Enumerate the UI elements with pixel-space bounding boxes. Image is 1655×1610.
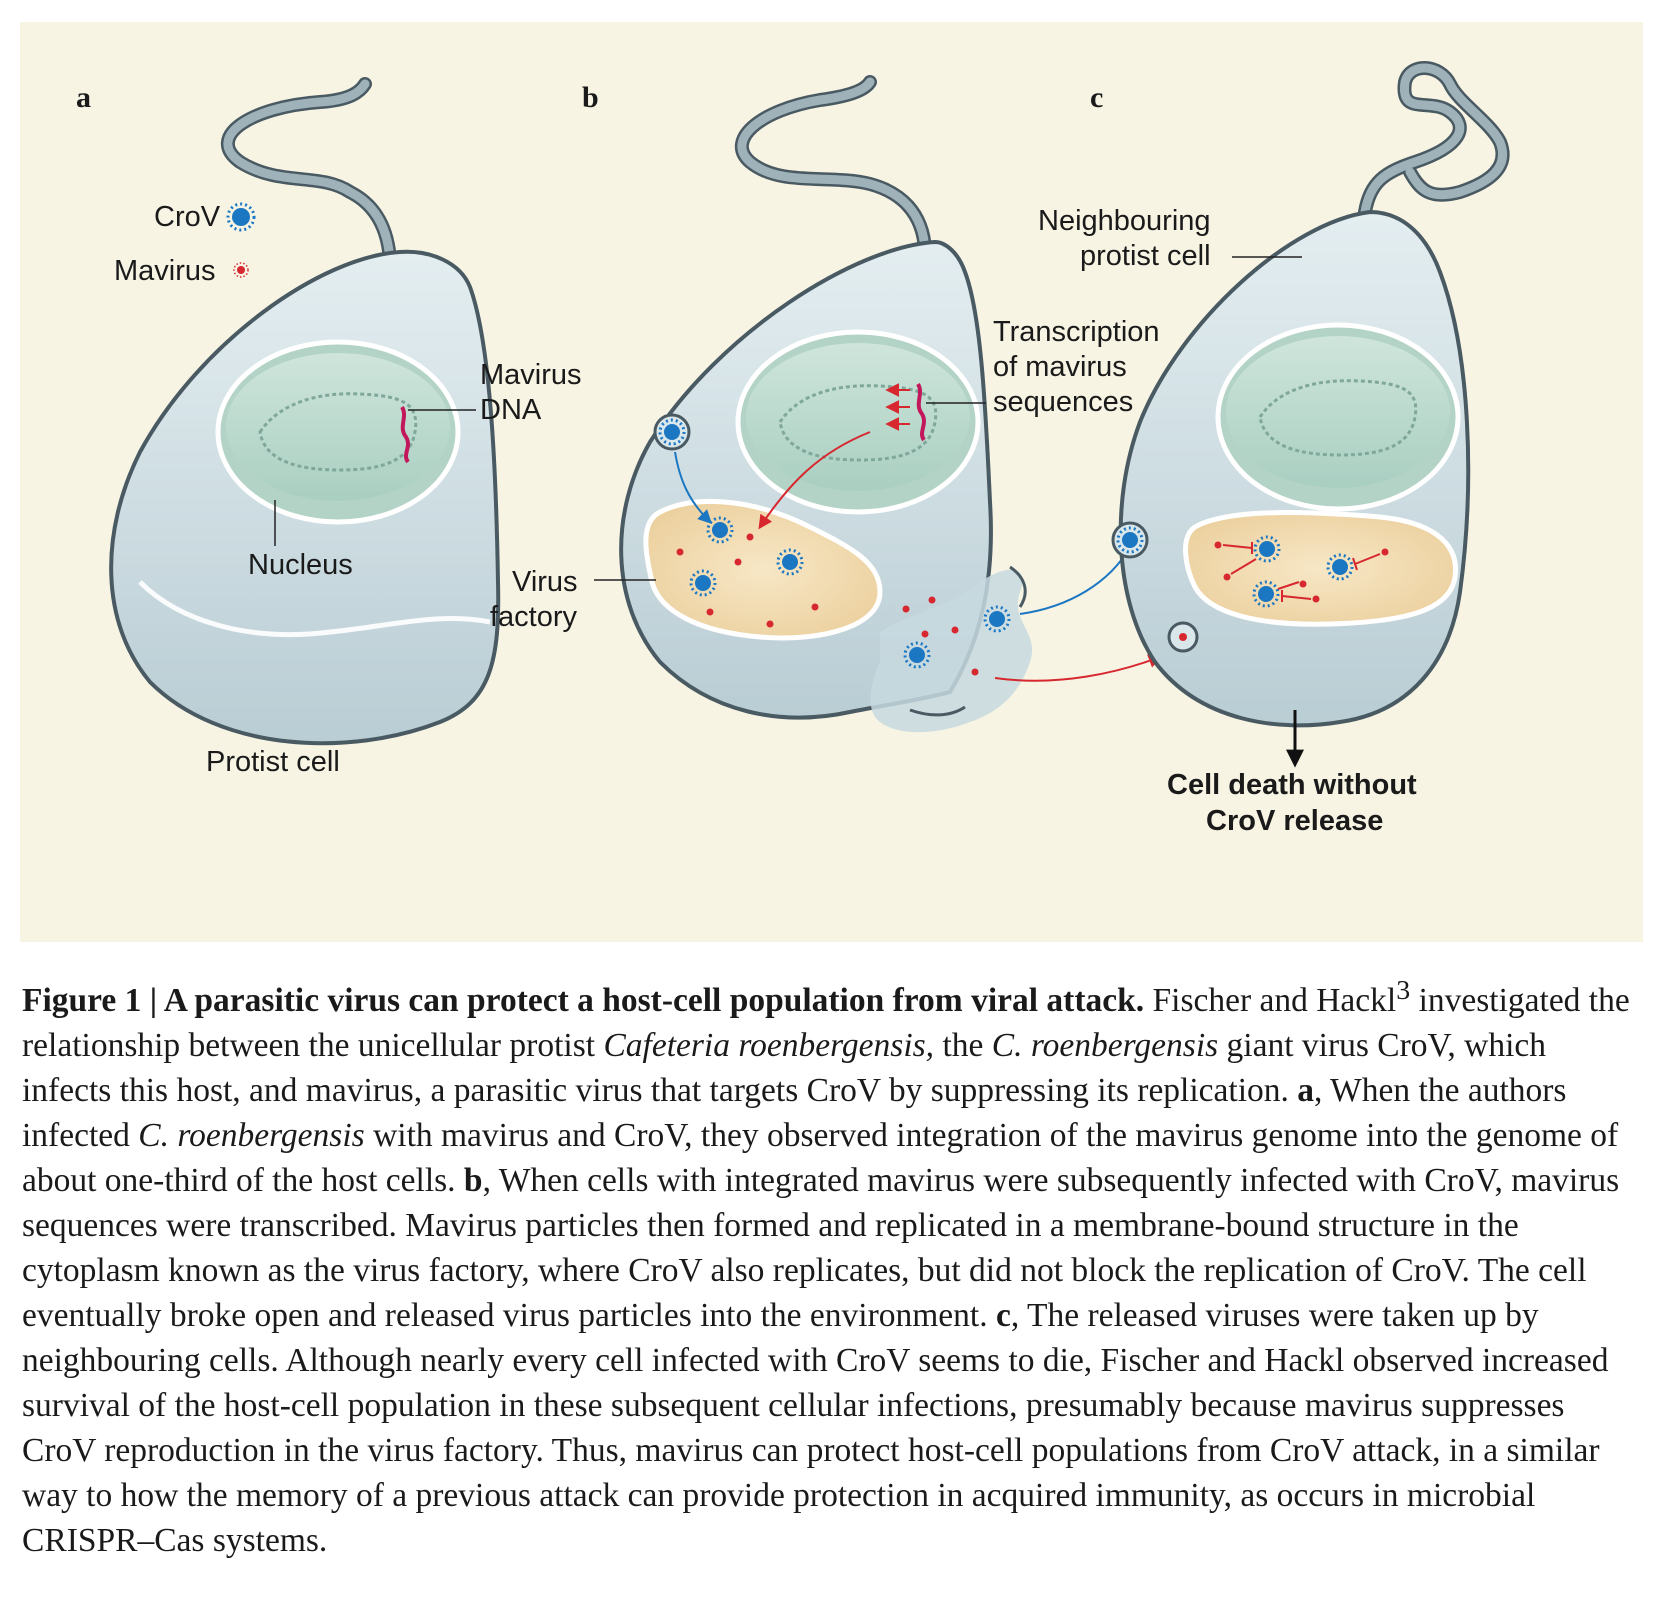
transcription-label-3: sequences — [993, 386, 1133, 418]
cell-death-label-2: CroV release — [1206, 805, 1383, 837]
caption-text: giant virus CroV, which infects this hos… — [22, 1027, 1547, 1110]
caption-text: , The released viruses were taken up by … — [22, 1297, 1609, 1560]
caption-italic: C. roenbergensis — [138, 1117, 365, 1155]
virus-factory-label: Virus — [512, 566, 578, 598]
panel-a: CroV Mavirus a Mavirus DNA Nucleus Proti… — [76, 77, 582, 778]
caption-panel-ref: b — [463, 1162, 483, 1200]
transcription-label-2: of mavirus — [993, 351, 1127, 383]
crov-icon — [226, 202, 256, 232]
neighbouring-cell-label-2: protist cell — [1080, 240, 1211, 272]
caption-text: , When cells with integrated mavirus wer… — [22, 1162, 1620, 1335]
panel-c: c Neighbouring protist cell Cell death w… — [1038, 61, 1510, 837]
entering-crov-c — [1111, 521, 1149, 559]
mavirus-dna-label-2: DNA — [480, 394, 542, 426]
caption-panel-ref: c — [995, 1297, 1011, 1335]
nucleus-a — [215, 339, 461, 525]
figure-panel: CroV Mavirus a Mavirus DNA Nucleus Proti… — [20, 22, 1643, 942]
caption-text: investigated the relationship between th… — [22, 982, 1630, 1065]
entering-mavirus-c — [1167, 621, 1199, 653]
caption-title: Figure 1 | A parasitic virus can protect… — [22, 982, 1145, 1020]
nucleus-b — [735, 329, 981, 515]
caption-text: the — [934, 1027, 992, 1065]
virus-factory-b — [643, 498, 883, 641]
panel-letter-a: a — [76, 81, 91, 114]
panel-letter-b: b — [582, 81, 599, 114]
nucleus-c — [1215, 322, 1461, 512]
entering-crov — [653, 413, 691, 451]
caption-italic: Cafeteria roenbergensis, — [603, 1027, 935, 1065]
caption-panel-ref: a — [1297, 1072, 1315, 1110]
caption-italic: C. roenbergensis — [991, 1027, 1219, 1065]
rupture-splash — [870, 569, 1033, 733]
flagellum-b — [734, 75, 932, 257]
diagram: CroV Mavirus a Mavirus DNA Nucleus Proti… — [76, 61, 1510, 837]
neighbouring-cell-label: Neighbouring — [1038, 205, 1211, 237]
cell-death-label: Cell death without — [1167, 769, 1417, 801]
caption-text: with mavirus and CroV, they observed int… — [22, 1117, 1619, 1200]
caption-reference: 3 — [1396, 975, 1411, 1006]
legend: CroV Mavirus — [114, 201, 256, 287]
panel-b: b Transcription of mavirus sequences Vir… — [490, 75, 1163, 733]
legend-mavirus-label: Mavirus — [114, 255, 216, 287]
caption-text: Fischer and Hackl — [1144, 982, 1397, 1020]
panel-letter-c: c — [1090, 81, 1103, 114]
caption-text: , When the authors infected — [22, 1072, 1567, 1155]
released-viruses — [902, 596, 1011, 676]
figure-caption: Figure 1 | A parasitic virus can protect… — [22, 968, 1637, 1563]
protist-cell-label: Protist cell — [206, 746, 340, 778]
virus-factory-c — [1183, 510, 1459, 627]
legend-crov-label: CroV — [154, 201, 221, 233]
mavirus-dna-label: Mavirus — [480, 359, 582, 391]
mavirus-icon — [233, 262, 249, 278]
transcription-label: Transcription — [993, 316, 1160, 348]
virus-factory-label-2: factory — [490, 601, 578, 633]
nucleus-label: Nucleus — [248, 549, 353, 581]
